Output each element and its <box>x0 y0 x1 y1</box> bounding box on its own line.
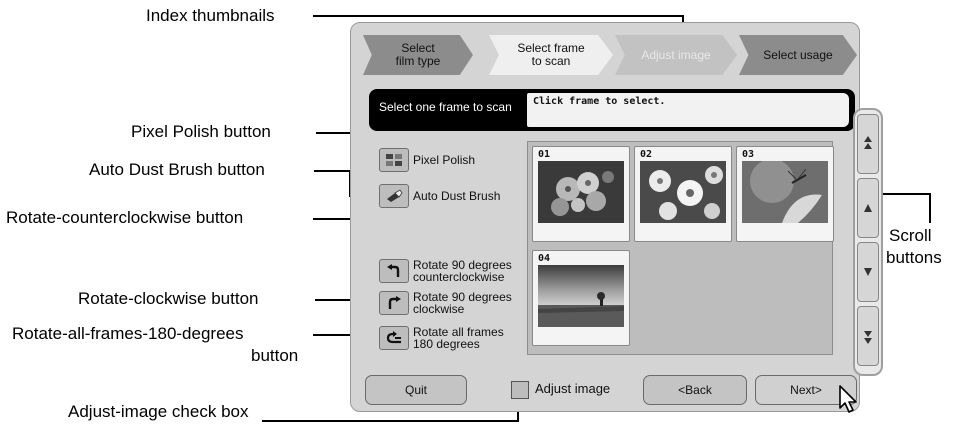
scroll-bar <box>853 108 883 376</box>
annotation-pixel-polish: Pixel Polish button <box>131 122 271 141</box>
double-arrow-up-icon <box>864 136 872 149</box>
scroll-to-bottom-button[interactable] <box>857 306 879 366</box>
scroll-down-button[interactable] <box>857 242 879 302</box>
leader-line <box>314 170 350 172</box>
rotate-all-180-label: Rotate all frames 180 degrees <box>413 326 504 350</box>
rotate-cw-label-line1: Rotate 90 degrees <box>413 290 512 304</box>
leader-line <box>262 420 519 422</box>
step-label: Select frame <box>517 41 585 55</box>
back-label: <Back <box>678 383 712 397</box>
annotation-scroll-line1: Scroll <box>889 226 932 245</box>
annotation-auto-dust: Auto Dust Brush button <box>89 160 265 179</box>
pixel-polish-icon <box>386 154 402 166</box>
thumbnail-frame-04[interactable]: 04 <box>532 250 630 346</box>
rotate-cw-label-line2: clockwise <box>413 302 465 316</box>
frame-image-white-flowers <box>640 161 726 223</box>
frame-image-dragonfly <box>742 161 828 223</box>
leader-line <box>880 193 930 195</box>
auto-dust-brush-button[interactable] <box>379 184 409 208</box>
auto-dust-brush-label: Auto Dust Brush <box>413 189 501 203</box>
step-label: Select usage <box>763 47 833 62</box>
instruction-bar: Select one frame to scan Click frame to … <box>369 89 855 131</box>
annotation-scroll-line2: buttons <box>886 248 942 267</box>
rotate-ccw-button[interactable] <box>379 259 409 283</box>
thumbnail-frame-02[interactable]: 02 <box>634 146 732 242</box>
pixel-polish-label: Pixel Polish <box>413 153 476 167</box>
leader-line <box>316 132 356 134</box>
step-label: to scan <box>531 54 571 68</box>
thumbnail-frame-03[interactable]: 03 <box>736 146 834 242</box>
quit-label: Quit <box>404 383 427 397</box>
leader-line <box>929 193 931 223</box>
scroll-to-top-button[interactable] <box>857 114 879 174</box>
annotation-rotate-ccw: Rotate-counterclockwise button <box>6 208 244 227</box>
instruction-message: Click frame to select. <box>527 93 849 127</box>
frame-number: 04 <box>538 253 551 264</box>
next-label: Next> <box>790 383 822 397</box>
annotation-rotate-all-line2: button <box>251 346 299 365</box>
annotation-index-thumbnails: Index thumbnails <box>146 6 275 25</box>
rotate-180-icon <box>386 331 401 344</box>
rotate-cw-label: Rotate 90 degrees clockwise <box>413 291 512 315</box>
rotate-all-label-line1: Rotate all frames <box>413 325 504 339</box>
frame-number: 01 <box>538 149 551 160</box>
step-label: Adjust image <box>641 47 711 62</box>
rotate-ccw-icon <box>387 264 400 277</box>
step-select-usage[interactable]: Select usage <box>739 35 857 75</box>
rotate-all-label-line2: 180 degrees <box>413 337 480 351</box>
rotate-cw-button[interactable] <box>379 291 409 315</box>
dust-brush-icon <box>387 189 403 202</box>
double-arrow-down-icon <box>864 331 872 344</box>
instruction-label: Select one frame to scan <box>379 100 512 114</box>
frame-number: 02 <box>640 149 653 160</box>
mouse-pointer-icon <box>839 385 857 413</box>
rotate-ccw-label: Rotate 90 degrees counterclockwise <box>413 259 512 283</box>
step-label: Select <box>401 41 435 55</box>
adjust-image-checkbox[interactable] <box>511 381 529 399</box>
leader-line <box>313 15 683 17</box>
frame-image-orchids <box>538 161 624 223</box>
back-button[interactable]: <Back <box>643 375 747 405</box>
adjust-image-label: Adjust image <box>535 381 611 396</box>
rotate-ccw-label-line1: Rotate 90 degrees <box>413 258 512 272</box>
index-thumbnail-area: 01 02 <box>527 141 834 355</box>
thumbnail-frame-01[interactable]: 01 <box>532 146 630 242</box>
rotate-all-180-button[interactable] <box>379 326 409 350</box>
rotate-ccw-label-line2: counterclockwise <box>413 270 505 284</box>
scroll-up-button[interactable] <box>857 178 879 238</box>
rotate-cw-icon <box>388 296 401 309</box>
arrow-up-icon <box>864 204 872 212</box>
leader-line <box>315 299 377 301</box>
frame-number: 03 <box>742 149 755 160</box>
annotation-rotate-all-line1: Rotate-all-frames-180-degrees <box>12 324 244 343</box>
frame-image-landscape <box>538 265 624 327</box>
step-adjust-image: Adjust image <box>615 35 737 75</box>
quit-button[interactable]: Quit <box>365 375 467 405</box>
pixel-polish-button[interactable] <box>379 148 409 172</box>
annotation-adjust-checkbox: Adjust-image check box <box>68 402 249 421</box>
arrow-down-icon <box>864 268 872 276</box>
annotation-rotate-cw: Rotate-clockwise button <box>78 289 259 308</box>
leader-line <box>313 334 377 336</box>
step-label: film type <box>395 54 441 68</box>
